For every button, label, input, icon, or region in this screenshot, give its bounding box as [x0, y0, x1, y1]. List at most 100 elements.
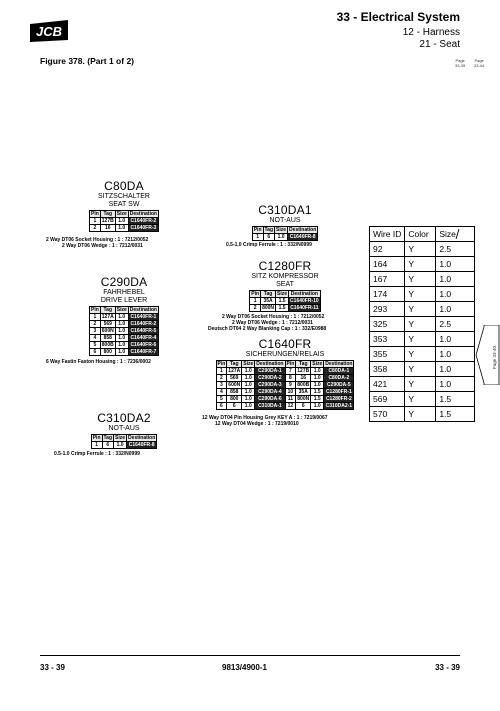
- wire-id-cell: 421: [368, 376, 406, 392]
- pin-table-header: Size: [241, 360, 256, 368]
- pin-table-cell: 11: [284, 395, 297, 403]
- connector-note: 2 Way DT06 Socket Housing : 1 : 7212/005…: [222, 314, 325, 320]
- pin-table-cell: 1.0: [274, 233, 289, 241]
- pin-table-cell: 1: [89, 217, 101, 225]
- pin-table-header: Tag: [295, 360, 312, 368]
- connector-name: SEAT: [276, 281, 294, 288]
- pin-table-cell: 10: [284, 388, 297, 396]
- pin-table-header: Size: [274, 226, 289, 234]
- pin-table-cell: 1: [90, 441, 103, 449]
- pin-table-cell: C80DA-1: [323, 367, 355, 375]
- pin-table-header: Destination: [127, 306, 159, 314]
- pin-table-cell: C290DA-3: [254, 381, 286, 389]
- pin-table-cell: 858: [226, 388, 243, 396]
- page-ref-1[interactable]: Page 33-39: [455, 58, 465, 68]
- connector-id: C290DA: [100, 275, 148, 289]
- connector-name: SEAT SW: [108, 201, 140, 208]
- pin-table-cell: 1.0: [310, 374, 325, 382]
- pin-table-cell: 127A: [99, 313, 116, 321]
- wire-id-cell: 355: [368, 346, 406, 362]
- pin-table-cell: 1.0: [114, 224, 129, 232]
- figure-title: Figure 378. (Part 1 of 2): [40, 56, 134, 66]
- wire-size-cell: 1.0: [435, 271, 476, 287]
- pin-table-cell: 1.0: [310, 381, 325, 389]
- pin-table-cell: 1.0: [114, 327, 129, 335]
- wire-id-cell: 164: [368, 256, 406, 272]
- pin-table-cell: 569: [226, 374, 243, 382]
- connector-name: FAHRHEBEL: [103, 289, 145, 296]
- pin-table-cell: C310DA2-1: [323, 402, 355, 410]
- pin-table-cell: 1.5: [310, 388, 325, 396]
- pin-table-header: Destination: [254, 360, 286, 368]
- pin-table-cell: C1640FR-2: [127, 217, 159, 225]
- pin-table-cell: 1.0: [241, 402, 256, 410]
- logo-text: JCB: [36, 24, 62, 39]
- pin-table-cell: 2: [249, 304, 262, 312]
- pin-table-cell: 800: [226, 395, 243, 403]
- pin-table-cell: 1.0: [241, 381, 256, 389]
- wire-id-header: Wire ID: [368, 226, 406, 242]
- pin-table-header: Tag: [99, 306, 116, 314]
- pin-table-cell: 127B: [99, 217, 116, 225]
- page-ref-2[interactable]: Page 33-44: [474, 58, 484, 68]
- pin-table-cell: 16: [295, 374, 312, 382]
- color-header: Color: [404, 226, 437, 242]
- connector-name: SITZ KOMPRESSOR: [251, 273, 319, 280]
- wire-color-cell: Y: [404, 361, 437, 377]
- footer-divider: [40, 655, 460, 656]
- pin-table-cell: 1.0: [241, 367, 256, 375]
- connector-note: 2 Way DT06 Wedge : 1 : 7212/0031: [232, 320, 313, 326]
- pin-table-cell: C1640FR-4: [127, 334, 159, 342]
- pin-table-cell: 6: [262, 233, 276, 241]
- pin-table-header: Pin: [249, 290, 262, 298]
- pin-table-cell: 1.0: [114, 348, 129, 356]
- size-header-label: Size: [439, 229, 456, 239]
- pin-table-cell: 800N: [260, 304, 277, 312]
- pin-table-header: Tag: [99, 210, 116, 218]
- connector-note: Deutsch DT04 2 Way Blanking Cap : 1 : 33…: [208, 326, 327, 332]
- pin-table-cell: 1.0: [241, 388, 256, 396]
- pin-table-cell: C1640FR-7: [127, 348, 159, 356]
- pin-table-cell: C1640FR-3: [127, 224, 159, 232]
- wire-size-cell: 1.0: [435, 286, 476, 302]
- pin-table-cell: 12: [284, 402, 297, 410]
- pin-table-cell: 800N: [295, 395, 312, 403]
- wire-id-cell: 353: [368, 331, 406, 347]
- connector-id: C1640FR: [258, 337, 312, 351]
- pin-table-cell: 800B: [99, 341, 116, 349]
- wire-id-cell: 174: [368, 286, 406, 302]
- pin-table-cell: 16: [99, 224, 116, 232]
- wire-id-cell: 569: [368, 391, 406, 407]
- header-slash-mark: [455, 228, 460, 240]
- pin-table-cell: 2: [89, 224, 101, 232]
- connector-id: C310DA2: [97, 411, 151, 425]
- footer-page-left: 33 - 39: [40, 663, 65, 672]
- next-page-tab[interactable]: [474, 325, 500, 385]
- pin-table-cell: C1640FR-8: [126, 441, 158, 449]
- wire-id-cell: 325: [368, 316, 406, 332]
- wire-color-cell: Y: [404, 406, 437, 422]
